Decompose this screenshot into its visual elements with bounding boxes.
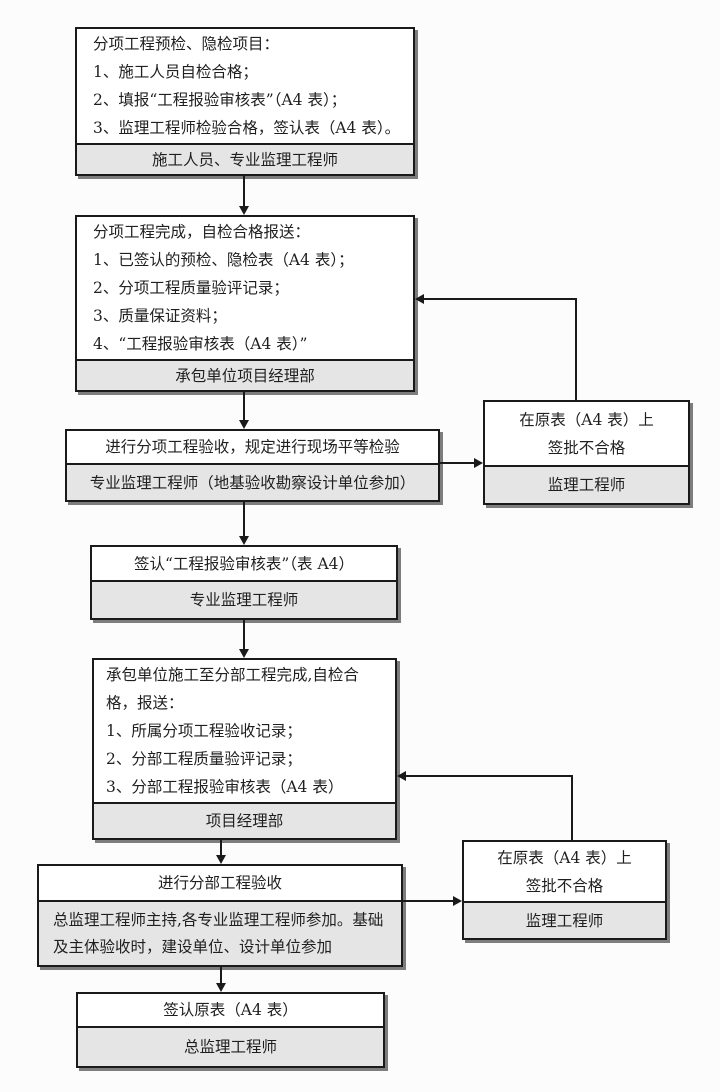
arrow-right-icon bbox=[453, 896, 462, 906]
feedback-line bbox=[571, 776, 573, 840]
node-line: 在原表（A4 表）上 bbox=[519, 410, 654, 429]
node-line: 1、已签认的预检、隐检表（A4 表）； bbox=[93, 251, 354, 269]
feedback-line bbox=[575, 299, 577, 400]
feedback-line bbox=[406, 775, 573, 777]
connector-line bbox=[243, 620, 245, 649]
node-line: 3、监理工程师检验合格，签认表（A4 表）。 bbox=[93, 119, 401, 137]
node-line: 分项工程预检、隐检项目： bbox=[93, 35, 280, 53]
node-line: 3、质量保证资料； bbox=[93, 307, 227, 325]
node-responsible-footer: 专业监理工程师（地基验收勘察设计单位参加） bbox=[67, 463, 438, 500]
node-division-complete-report: 承包单位施工至分部工程完成,自检合格，报送： 1、所属分项工程验收记录； 2、分… bbox=[92, 658, 397, 840]
node-responsible-footer: 监理工程师 bbox=[464, 901, 665, 938]
arrow-down-icon bbox=[239, 420, 249, 429]
node-line: 1、所属分项工程验收记录； bbox=[106, 722, 302, 740]
connector-line bbox=[243, 176, 245, 207]
node-responsible-footer: 总监理工程师 bbox=[78, 1026, 383, 1066]
node-line: 分项工程完成，自检合格报送： bbox=[93, 223, 311, 241]
node-responsible-footer: 承包单位项目经理部 bbox=[77, 359, 413, 390]
node-body: 在原表（A4 表）上 签批不合格 bbox=[464, 842, 665, 901]
connector-line bbox=[220, 840, 222, 855]
node-line: 在原表（A4 表）上 bbox=[497, 848, 632, 867]
arrow-down-icon bbox=[239, 649, 249, 658]
node-body: 进行分部工程验收 bbox=[39, 866, 401, 900]
connector-line bbox=[243, 502, 245, 536]
node-subitem-acceptance: 进行分项工程验收，规定进行现场平等检验 专业监理工程师（地基验收勘察设计单位参加… bbox=[65, 429, 440, 502]
connector-line bbox=[440, 462, 474, 464]
node-body: 进行分项工程验收，规定进行现场平等检验 bbox=[67, 431, 438, 463]
node-line: 承包单位施工至分部工程完成,自检合格，报送： bbox=[106, 666, 359, 712]
connector-line bbox=[243, 392, 245, 420]
node-body: 分项工程完成，自检合格报送： 1、已签认的预检、隐检表（A4 表）； 2、分项工… bbox=[77, 217, 413, 359]
node-responsible-footer: 监理工程师 bbox=[485, 465, 688, 503]
node-line: 3、分部工程报验审核表（A4 表） bbox=[106, 778, 344, 796]
node-line: 2、填报“工程报验审核表”（A4 表）； bbox=[93, 91, 347, 109]
node-line: 签批不合格 bbox=[525, 876, 604, 895]
connector-line bbox=[403, 900, 453, 902]
node-body: 承包单位施工至分部工程完成,自检合格，报送： 1、所属分项工程验收记录； 2、分… bbox=[94, 660, 395, 802]
arrow-down-icon bbox=[216, 983, 226, 992]
arrow-down-icon bbox=[216, 855, 226, 864]
node-responsible-footer: 专业监理工程师 bbox=[92, 580, 396, 618]
node-subitem-precheck: 分项工程预检、隐检项目： 1、施工人员自检合格； 2、填报“工程报验审核表”（A… bbox=[75, 27, 415, 176]
node-reject-division: 在原表（A4 表）上 签批不合格 监理工程师 bbox=[462, 840, 667, 940]
connector-line bbox=[220, 967, 222, 983]
node-line: 1、施工人员自检合格； bbox=[93, 63, 258, 81]
node-body: 签认原表（A4 表） bbox=[78, 994, 383, 1026]
node-responsible-footer: 施工人员、专业监理工程师 bbox=[77, 143, 413, 174]
node-line: 进行分项工程验收，规定进行现场平等检验 bbox=[105, 438, 400, 456]
node-responsible-footer: 项目经理部 bbox=[94, 802, 395, 838]
node-division-acceptance: 进行分部工程验收 总监理工程师主持,各专业监理工程师参加。基础及主体验收时，建设… bbox=[37, 864, 403, 967]
node-line: 2、分部工程质量验评记录； bbox=[106, 750, 302, 768]
node-reject-subitem: 在原表（A4 表）上 签批不合格 监理工程师 bbox=[483, 400, 690, 505]
node-line: 4、“工程报验审核表（A4 表）” bbox=[93, 335, 308, 353]
node-line: 签认“工程报验审核表”（表 A4） bbox=[133, 554, 355, 573]
node-line: 进行分部工程验收 bbox=[157, 874, 282, 892]
arrow-left-icon bbox=[397, 771, 406, 781]
node-responsible-footer: 总监理工程师主持,各专业监理工程师参加。基础及主体验收时，建设单位、设计单位参加 bbox=[39, 900, 401, 965]
node-body: 在原表（A4 表）上 签批不合格 bbox=[485, 402, 688, 465]
arrow-right-icon bbox=[474, 458, 483, 468]
node-subitem-complete-report: 分项工程完成，自检合格报送： 1、已签认的预检、隐检表（A4 表）； 2、分项工… bbox=[75, 215, 415, 392]
node-body: 签认“工程报验审核表”（表 A4） bbox=[92, 547, 396, 580]
node-line: 签批不合格 bbox=[547, 438, 626, 457]
feedback-line bbox=[424, 298, 577, 300]
node-line: 签认原表（A4 表） bbox=[163, 1001, 298, 1019]
node-sign-original-form: 签认原表（A4 表） 总监理工程师 bbox=[76, 992, 385, 1068]
node-line: 2、分项工程质量验评记录； bbox=[93, 279, 289, 297]
node-body: 分项工程预检、隐检项目： 1、施工人员自检合格； 2、填报“工程报验审核表”（A… bbox=[77, 29, 413, 143]
arrow-left-icon bbox=[415, 294, 424, 304]
arrow-down-icon bbox=[239, 206, 249, 215]
arrow-down-icon bbox=[239, 536, 249, 545]
node-sign-review-form: 签认“工程报验审核表”（表 A4） 专业监理工程师 bbox=[90, 545, 398, 620]
